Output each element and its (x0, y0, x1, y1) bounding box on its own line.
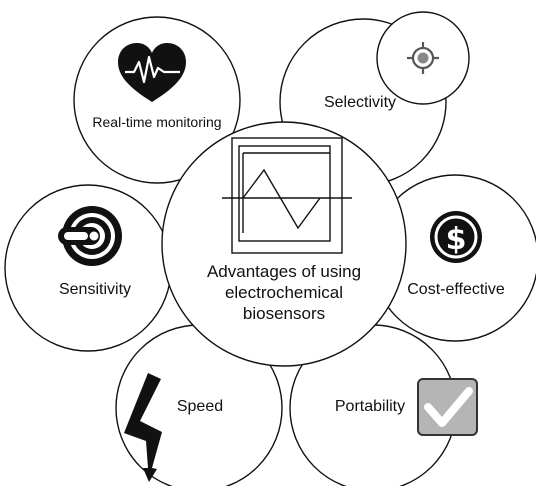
center-title-line1: Advantages of using (206, 262, 362, 281)
sensitivity-label: Sensitivity (58, 281, 132, 298)
heart-ecg-icon (118, 43, 186, 102)
sensor-icon (58, 206, 122, 266)
center-title-line3: biosensors (242, 304, 326, 323)
svg-text:$: $ (446, 222, 467, 257)
center-circle (161, 121, 407, 367)
target-icon (376, 11, 470, 105)
checkmark-icon (417, 378, 478, 436)
node-realtime-circle (73, 16, 241, 184)
portability-label: Portability (334, 398, 406, 415)
dollar-icon: $ (430, 211, 482, 263)
selectivity-label: Selectivity (323, 94, 397, 111)
lightning-icon (124, 373, 162, 482)
center-title-line2: electrochemical (224, 283, 344, 302)
signal-diagram-icon (222, 137, 352, 254)
realtime-label: Real-time monitoring (92, 114, 222, 130)
cost-label: Cost-effective (407, 281, 505, 298)
speed-label: Speed (176, 398, 224, 415)
